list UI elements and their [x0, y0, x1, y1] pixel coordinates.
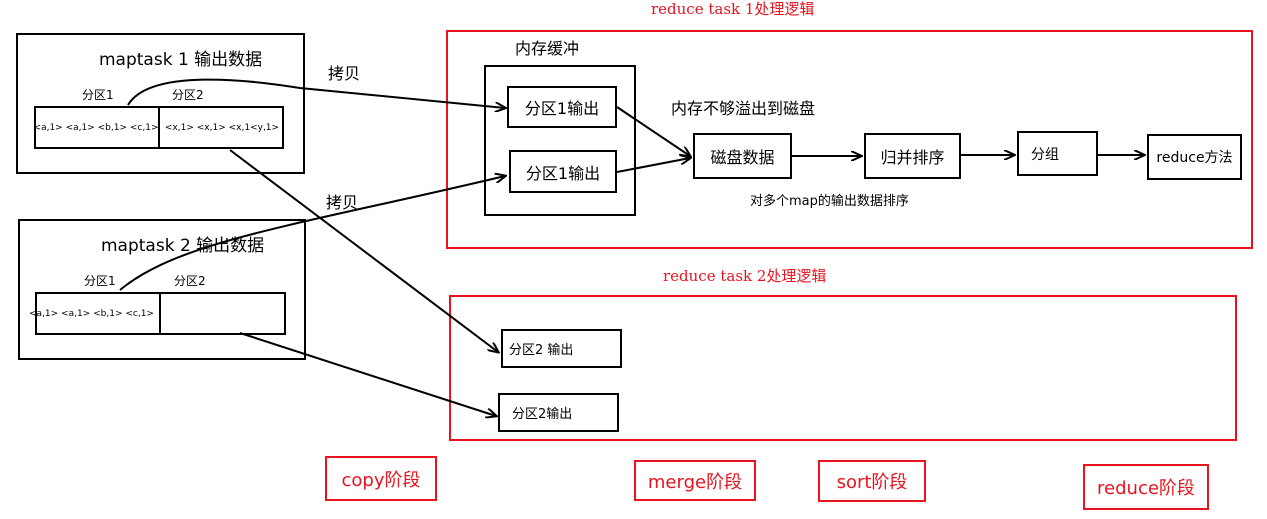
stage-copy: copy阶段	[325, 456, 437, 501]
maptask1-box	[16, 33, 305, 174]
maptask2-partition1-data: <a,1> <a,1> <b,1> <c,1>	[24, 292, 161, 335]
arrow-spill-2	[616, 158, 690, 173]
stage-merge: merge阶段	[634, 460, 756, 501]
maptask1-partition2-label: 分区2	[172, 88, 204, 102]
reduce-task2-item-2: 分区2输出	[498, 393, 619, 432]
stage-sort: sort阶段	[818, 460, 926, 502]
copy-label-1: 拷贝	[328, 64, 361, 83]
maptask1-partition1-label: 分区1	[82, 88, 114, 102]
copy-label-2: 拷贝	[326, 193, 359, 212]
arrow-copy-mt2-p1	[119, 176, 505, 291]
maptask1-title: maptask 1 输出数据	[99, 50, 263, 70]
spill-label: 内存不够溢出到磁盘	[671, 99, 816, 118]
sort-note: 对多个map的输出数据排序	[750, 194, 909, 209]
arrow-spill-1	[616, 106, 690, 156]
maptask2-partition1-label: 分区1	[84, 274, 116, 288]
reduce-task1-region	[446, 30, 1253, 249]
maptask2-partition2-label: 分区2	[174, 274, 206, 288]
maptask2-box	[18, 219, 306, 360]
reduce-task2-title: reduce task 2处理逻辑	[663, 267, 827, 285]
reduce-task2-region	[449, 295, 1237, 441]
arrow-copy-mt2-p2	[239, 332, 496, 416]
group-box: 分组	[1017, 131, 1098, 176]
arrow-copy-mt1-p1	[127, 78, 505, 108]
merge-sort-box: 归并排序	[864, 133, 961, 179]
stage-reduce: reduce阶段	[1083, 464, 1209, 510]
maptask1-partition2-data: <x,1> <x,1> <x,1<y,1>	[164, 122, 280, 133]
memory-buffer-item-1: 分区1输出	[507, 86, 617, 128]
maptask1-partition1-data: <a,1> <a,1> <b,1> <c,1>	[34, 106, 160, 149]
memory-buffer-title: 内存缓冲	[515, 39, 580, 58]
reduce-task2-item-1: 分区2 输出	[501, 329, 622, 368]
reduce-task1-title: reduce task 1处理逻辑	[651, 0, 815, 18]
arrow-copy-mt1-p2	[229, 149, 498, 352]
disk-data-box: 磁盘数据	[693, 133, 792, 179]
memory-buffer-item-2: 分区1输出	[509, 150, 617, 193]
reduce-method-box: reduce方法	[1147, 134, 1242, 180]
